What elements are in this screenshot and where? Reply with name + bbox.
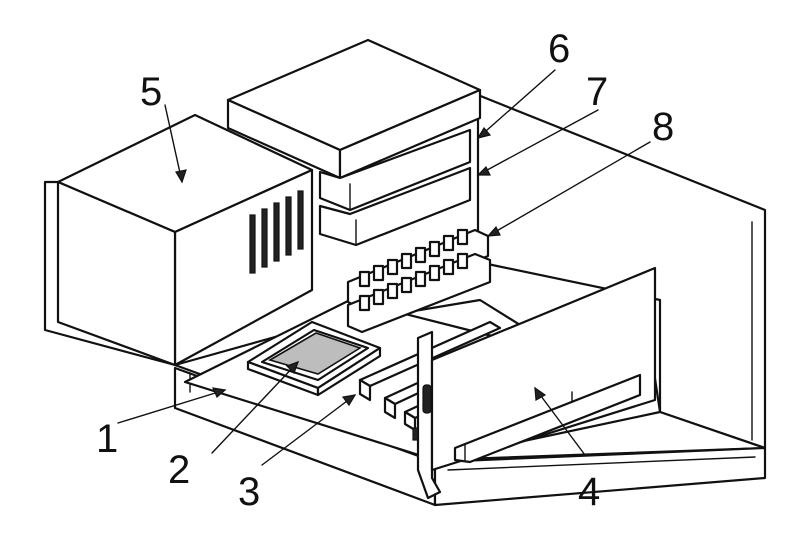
callout-labels: 1 2 3 4 5 6 7 8 [96, 27, 674, 514]
callout-4: 4 [578, 470, 600, 514]
drive-bay-6 [318, 128, 472, 212]
psu-vent-slots [249, 190, 304, 274]
power-supply [56, 113, 314, 367]
drive-bay-7 [318, 166, 472, 247]
callout-1: 1 [96, 417, 118, 461]
callout-7: 7 [586, 70, 608, 114]
leader-lines [117, 69, 651, 466]
callout-8: 8 [652, 105, 674, 149]
callout-6: 6 [548, 27, 570, 71]
callout-2: 2 [168, 448, 190, 492]
callout-5: 5 [140, 70, 162, 114]
callout-3: 3 [238, 470, 260, 514]
ram-modules [346, 228, 492, 334]
drive-bays [226, 38, 482, 247]
ram-chips [358, 228, 469, 312]
expansion-card [412, 266, 657, 500]
